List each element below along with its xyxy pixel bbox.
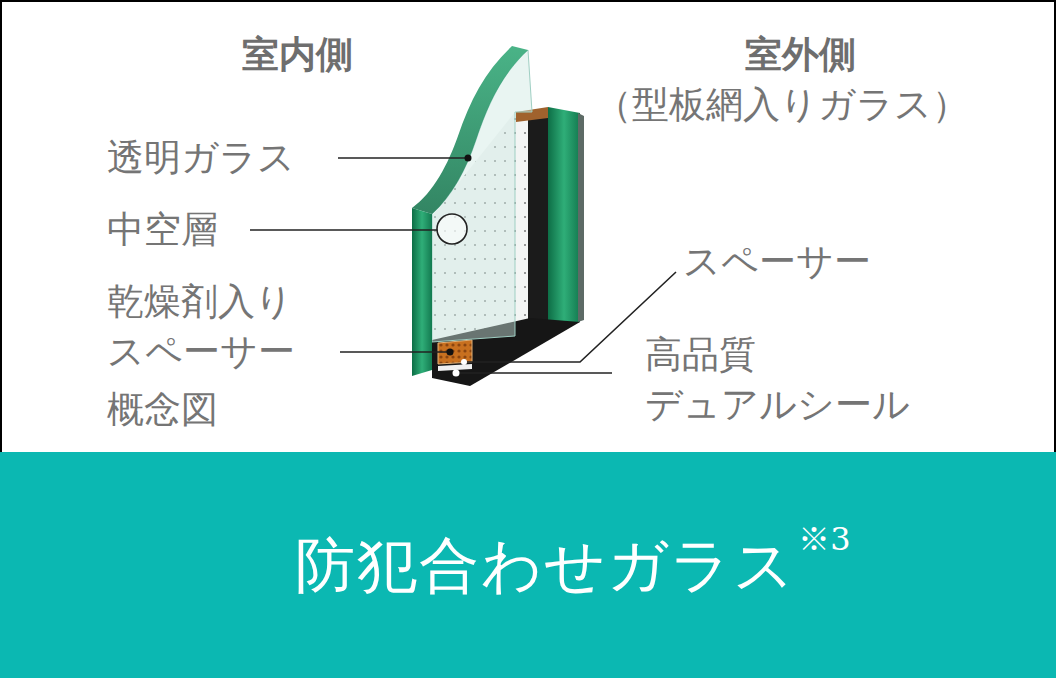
part-name: スペーサー (683, 237, 871, 287)
outer-pane-side (578, 113, 584, 322)
leader-dot (461, 359, 467, 365)
diagram-note: 概念図 (107, 385, 218, 435)
side-heading: 室外側 (745, 30, 856, 80)
leader-line (250, 229, 438, 231)
part-name: 中空層 (107, 205, 218, 255)
callout-circle (437, 214, 467, 244)
frame (1, 1, 1055, 453)
leader-line (458, 372, 612, 374)
side-spacer (528, 110, 548, 334)
part-name: 高品質 デュアルシール (645, 330, 945, 430)
title-band: 防犯合わせガラス※3 (0, 452, 1056, 678)
part-name: 透明ガラス (107, 133, 295, 183)
leader-dots (447, 155, 472, 377)
band-title: 防犯合わせガラス (295, 529, 796, 601)
outer-pane-edge (548, 107, 580, 330)
indoor-pane-edge (412, 208, 432, 376)
side-heading: 室内側 (242, 30, 353, 80)
leader-line (466, 272, 676, 362)
footnote-mark: ※3 (798, 523, 850, 555)
leader-lines (250, 158, 676, 373)
leader-dot (453, 370, 460, 377)
leader-dot (465, 155, 472, 162)
part-name: 乾燥剤入り スペーサー (107, 277, 347, 377)
glass-type-note: （型板網入りガラス） (595, 80, 969, 130)
indoor-pane-cut (412, 46, 528, 214)
leader-line (338, 157, 466, 159)
leader-dot (447, 349, 454, 356)
leader-line (340, 351, 448, 353)
